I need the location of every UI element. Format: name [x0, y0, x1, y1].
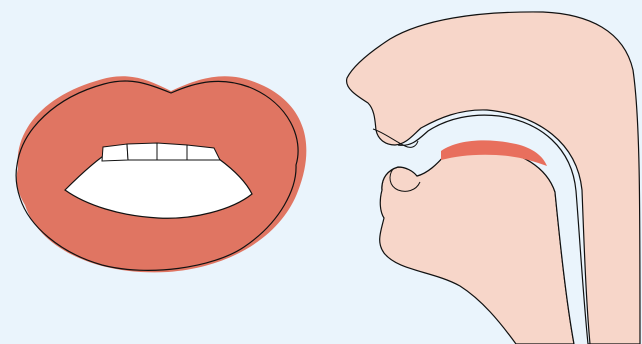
tooth-left [102, 144, 128, 161]
tooth-center-right [157, 143, 187, 160]
tooth-center-left [127, 143, 157, 160]
